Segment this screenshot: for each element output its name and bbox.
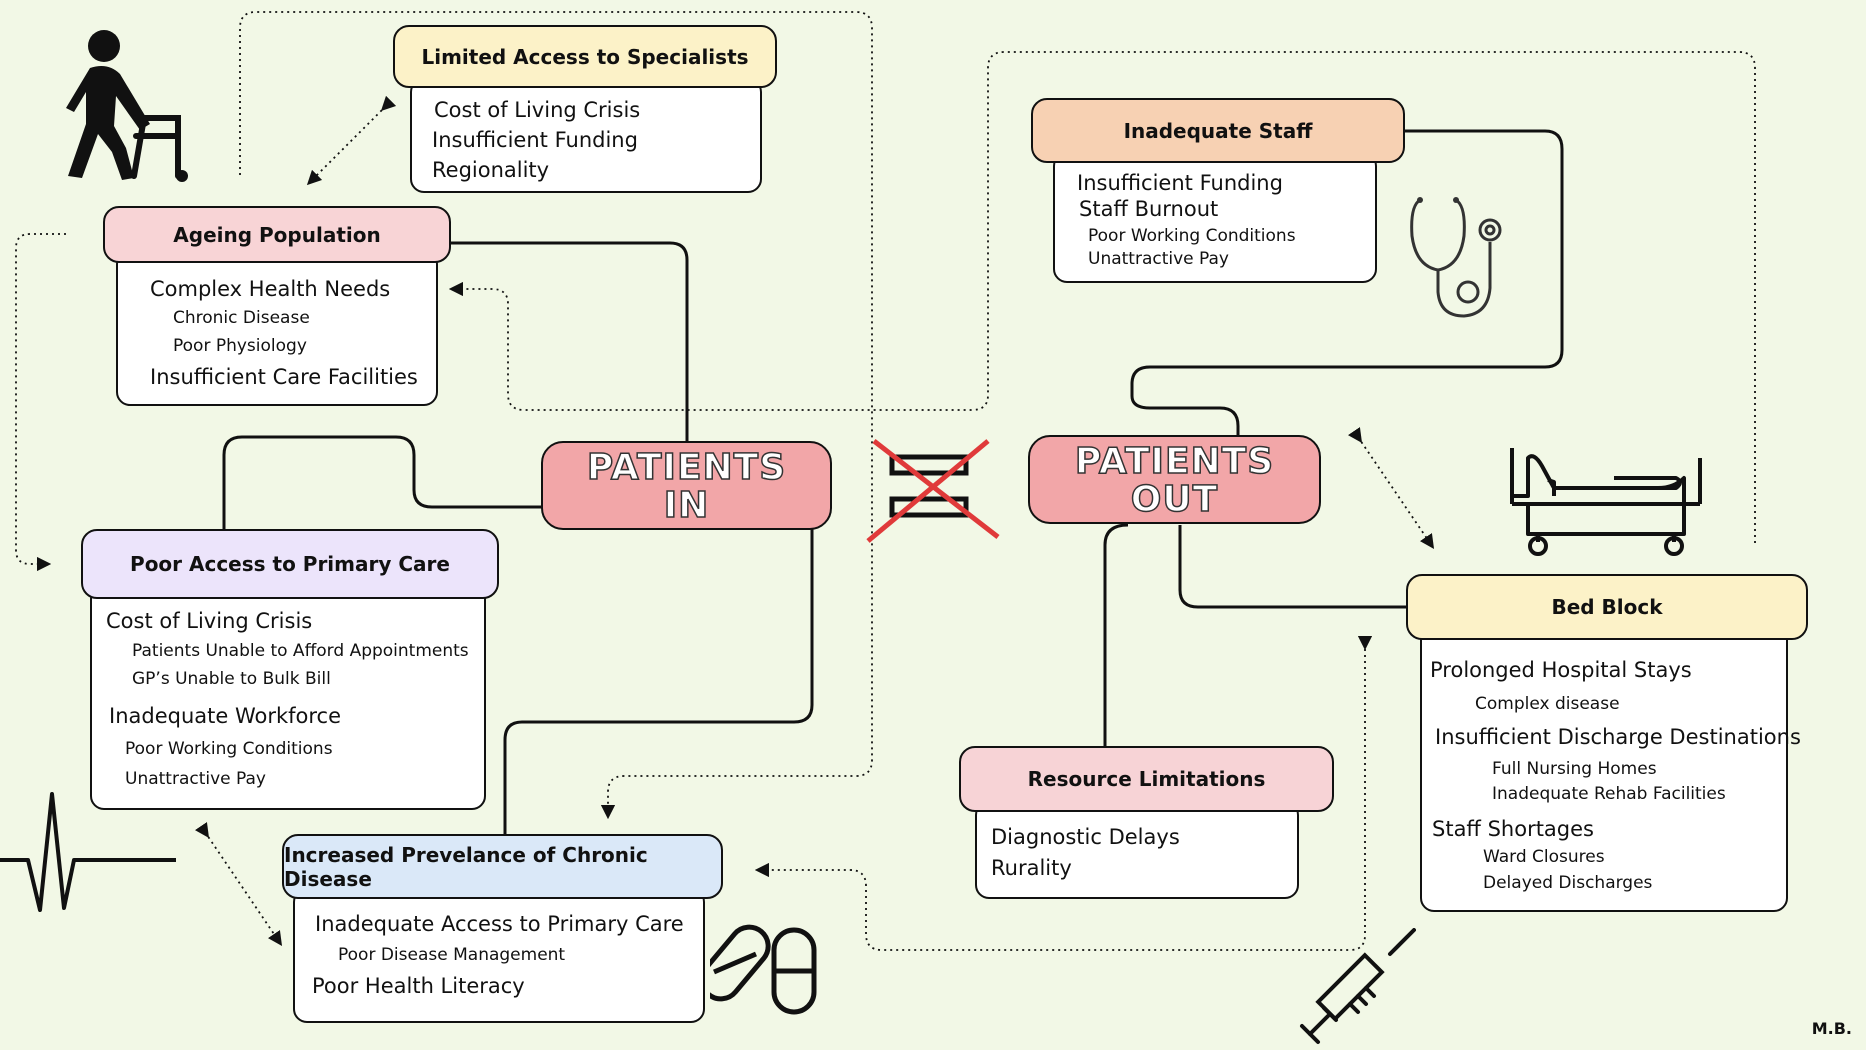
equals-crossed-icon [866,439,1000,543]
specialists-title: Limited Access to Specialists [393,25,777,88]
resource-line-1: Diagnostic Delays [991,825,1180,849]
staff-line-4: Unattractive Pay [1088,249,1229,269]
primary-line-4: Inadequate Workforce [109,704,342,728]
dotted-line-ageing-primary [15,233,66,572]
resource-line-2: Rurality [991,856,1072,880]
solid-line-ageing-to-in [450,241,689,445]
solid-line-out-to-bedblock [1178,525,1408,609]
primary-care-box: Cost of Living Crisis Patients Unable to… [90,585,486,810]
bed-line-3: Insufficient Discharge Destinations [1435,725,1801,749]
primary-line-5: Poor Working Conditions [125,739,333,759]
patients-in-line-1: PATIENTS [586,447,787,488]
patients-in-node: PATIENTS IN [541,441,832,530]
ageing-line-1: Complex Health Needs [150,277,391,301]
resource-box: Diagnostic Delays Rurality [975,801,1299,899]
bed-line-5: Inadequate Rehab Facilities [1492,784,1726,804]
ageing-line-4: Insufficient Care Facilities [150,365,418,389]
bed-line-8: Delayed Discharges [1483,873,1653,893]
heartbeat-icon [0,792,176,912]
chronic-title: Increased Prevelance of Chronic Disease [282,834,723,899]
ageing-title: Ageing Population [103,206,451,263]
dotted-line-primary-chronic [195,822,283,946]
specialists-line-2: Insufficient Funding [432,128,638,152]
chronic-box: Inadequate Access to Primary Care Poor D… [293,888,705,1023]
solid-line-out-to-resource [1103,523,1129,748]
staff-line-3: Poor Working Conditions [1088,226,1296,246]
staff-box: Insufficient Funding Staff Burnout Poor … [1053,152,1377,283]
specialists-line-3: Regionality [432,158,550,182]
primary-line-1: Cost of Living Crisis [106,609,313,633]
solid-line-staff-to-out [1130,129,1564,440]
patients-out-line-2: OUT [1130,479,1219,520]
dotted-line-ageing-loop [448,51,1756,543]
ageing-box: Complex Health Needs Chronic Disease Poo… [116,250,438,406]
dotted-line-bed-chronic [754,635,1373,951]
pills-icon [710,924,817,1015]
primary-line-3: GP’s Unable to Bulk Bill [132,669,331,689]
bed-line-2: Complex disease [1475,694,1620,714]
dotted-line-bed-out [1347,426,1435,549]
bed-line-1: Prolonged Hospital Stays [1430,658,1692,682]
elderly-walker-icon [66,30,188,182]
chronic-line-3: Poor Health Literacy [312,974,525,998]
primary-line-2: Patients Unable to Afford Appointments [132,641,469,661]
specialists-box: Cost of Living Crisis Insufficient Fundi… [410,78,762,193]
syringe-icon [1300,928,1416,1044]
chronic-line-1: Inadequate Access to Primary Care [315,912,684,936]
stethoscope-icon [1410,197,1502,318]
staff-line-1: Insufficient Funding [1077,171,1283,195]
chronic-line-2: Poor Disease Management [338,945,566,965]
dotted-line-specialists-ageing [306,95,397,186]
patients-out-node: PATIENTS OUT [1028,435,1321,524]
patients-out-line-1: PATIENTS [1074,441,1275,482]
patients-in-line-2: IN [663,485,710,526]
bed-line-7: Ward Closures [1483,847,1605,867]
resource-title: Resource Limitations [959,746,1334,812]
staff-line-2: Staff Burnout [1079,197,1219,221]
ageing-line-2: Chronic Disease [173,308,310,328]
bed-line-6: Staff Shortages [1432,817,1594,841]
primary-care-title: Poor Access to Primary Care [81,529,499,599]
specialists-line-1: Cost of Living Crisis [434,98,641,122]
solid-line-primary-to-in [222,435,545,530]
staff-title: Inadequate Staff [1031,98,1405,163]
solid-line-in-to-chronic [503,528,814,835]
primary-line-6: Unattractive Pay [125,769,266,789]
bed-block-box: Prolonged Hospital Stays Complex disease… [1420,626,1801,912]
dotted-line-specialists-top [239,11,873,820]
signature: M.B. [1811,1019,1852,1038]
bed-line-4: Full Nursing Homes [1492,759,1657,779]
hospital-bed-icon [1510,448,1702,556]
bed-block-title: Bed Block [1406,574,1808,640]
ageing-line-3: Poor Physiology [173,336,307,356]
